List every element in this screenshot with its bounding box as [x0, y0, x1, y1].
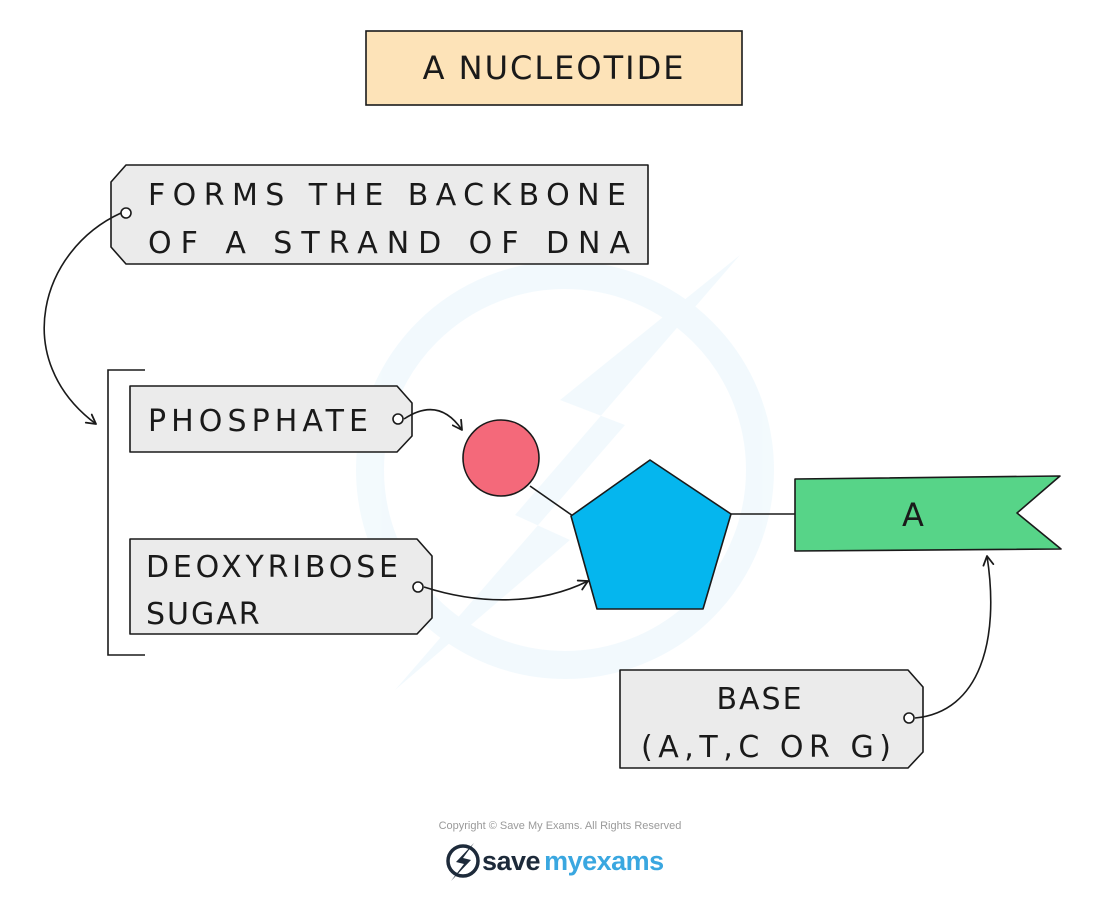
- base-arrow: [914, 555, 995, 719]
- base-flag: A: [794, 475, 1062, 552]
- sugar-arrow: [423, 579, 589, 601]
- backbone-tag-shape: [110, 164, 649, 265]
- sugar-tag: DEOXYRIBOSE SUGAR: [129, 538, 433, 635]
- bolt-icon-flash: [451, 843, 474, 881]
- footer: Copyright © Save My Exams. All Rights Re…: [439, 820, 682, 881]
- phosphate-sugar-bond: [529, 485, 574, 517]
- brand-save: save: [482, 846, 541, 876]
- backbone-label-line2: OF A STRAND OF DNA: [148, 226, 632, 261]
- grouping-bracket: [107, 369, 145, 656]
- copyright-text: Copyright © Save My Exams. All Rights Re…: [439, 820, 682, 832]
- phosphate-tag-hole: [392, 413, 404, 425]
- backbone-arrow: [43, 212, 122, 425]
- sugar-tag-shape: [129, 538, 433, 635]
- base-tag-hole: [903, 712, 915, 724]
- sugar-tag-hole: [412, 581, 424, 593]
- base-flag-shape: [794, 475, 1062, 552]
- sugar-label-line2: SUGAR: [146, 597, 262, 632]
- bolt-icon: [446, 844, 480, 878]
- brand-my: my: [544, 846, 583, 876]
- phosphate-circle: [462, 419, 540, 497]
- brand-exams: exams: [582, 846, 664, 876]
- watermark-logo: [356, 255, 774, 690]
- phosphate-arrow: [403, 408, 463, 431]
- backbone-tag: FORMS THE BACKBONE OF A STRAND OF DNA: [110, 164, 649, 265]
- sugar-label-line1: DEOXYRIBOSE: [146, 550, 400, 585]
- base-label-line2: (A,T,C OR G): [641, 730, 893, 765]
- base-tag-shape: [619, 669, 924, 769]
- base-letter: A: [902, 496, 926, 534]
- page-title: A NUCLEOTIDE: [423, 49, 686, 87]
- backbone-tag-hole: [120, 207, 132, 219]
- title-box-background: [365, 30, 743, 106]
- title-box: A NUCLEOTIDE: [365, 30, 743, 106]
- phosphate-tag: PHOSPHATE: [129, 385, 413, 453]
- phosphate-tag-shape: [129, 385, 413, 453]
- base-label-line1: BASE: [716, 682, 803, 717]
- phosphate-label: PHOSPHATE: [148, 404, 370, 439]
- base-tag: BASE (A,T,C OR G): [619, 669, 924, 769]
- sugar-pentagon: [570, 459, 732, 610]
